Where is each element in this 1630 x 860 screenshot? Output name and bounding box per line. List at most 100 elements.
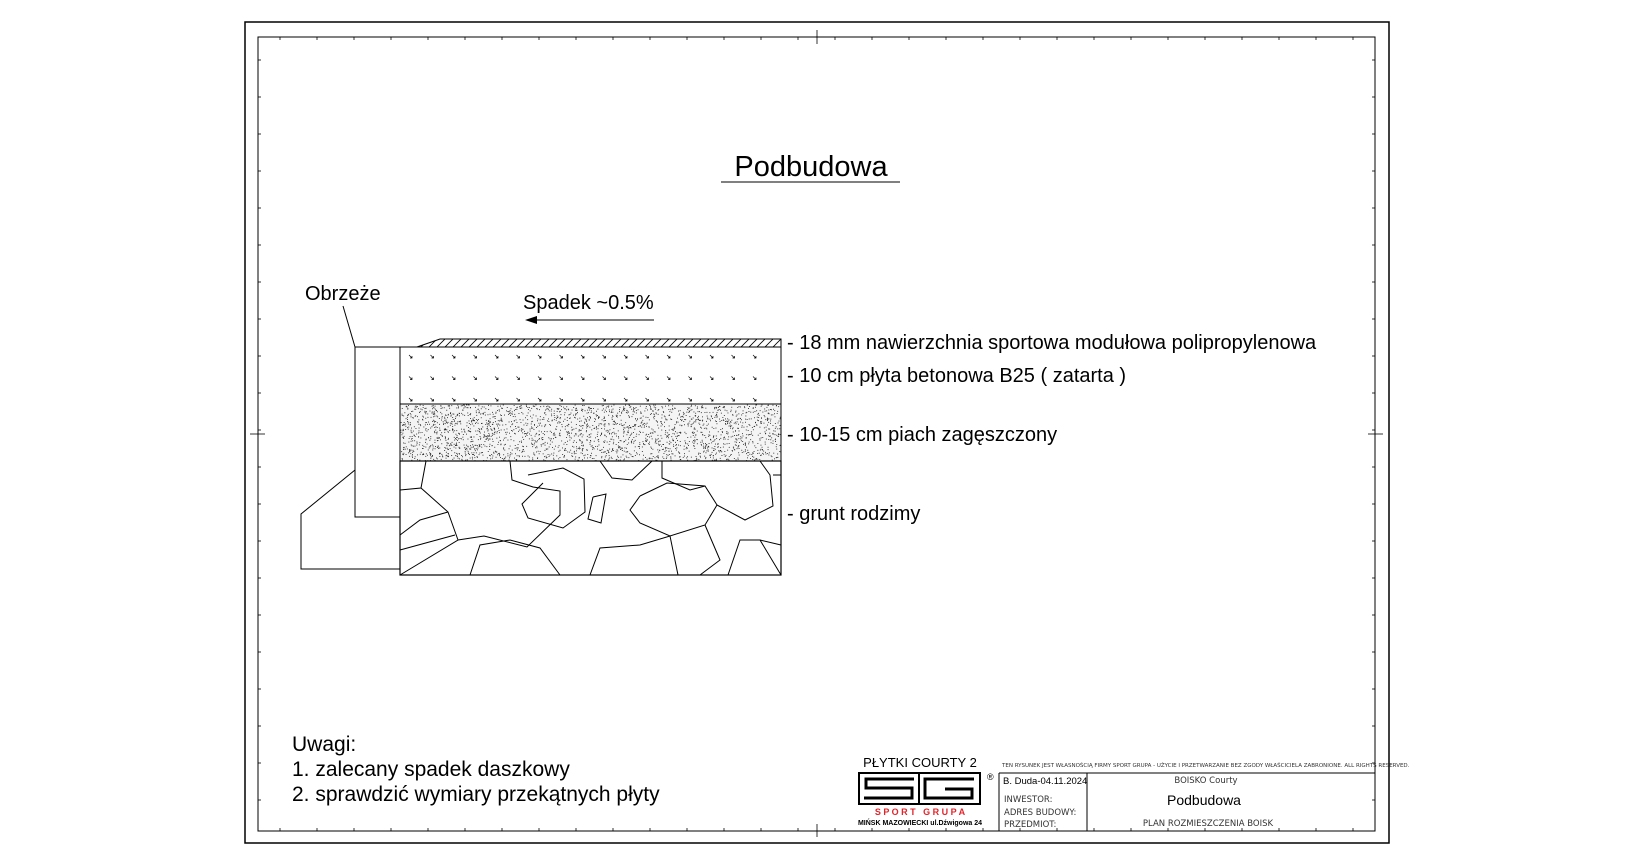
sand-dot xyxy=(409,455,411,457)
sand-dot xyxy=(749,406,750,407)
sand-dot xyxy=(652,456,654,457)
sand-dot xyxy=(616,414,618,416)
sand-dot xyxy=(441,416,443,417)
sand-dot xyxy=(570,412,572,414)
sand-dot xyxy=(777,456,779,458)
sand-dot xyxy=(524,430,525,432)
sand-dot xyxy=(534,435,536,437)
sand-dot xyxy=(587,425,589,427)
sand-dot xyxy=(657,413,659,415)
sand-dot xyxy=(715,415,717,417)
sand-dot xyxy=(563,408,565,410)
sand-dot xyxy=(583,455,585,457)
sand-dot xyxy=(531,427,533,429)
sand-dot xyxy=(430,457,432,459)
sand-dot xyxy=(440,452,441,454)
sand-dot xyxy=(748,452,750,453)
sand-dot xyxy=(694,439,696,441)
sand-dot xyxy=(478,410,480,412)
sand-dot xyxy=(632,413,634,415)
sand-dot xyxy=(593,412,594,414)
sand-dot xyxy=(612,411,614,413)
sand-dot xyxy=(419,424,421,426)
sand-dot xyxy=(403,438,405,439)
sand-dot xyxy=(477,439,479,441)
sand-dot xyxy=(418,432,419,434)
sand-dot xyxy=(754,417,755,419)
sand-dot xyxy=(730,421,731,423)
sand-dot xyxy=(575,408,577,410)
sand-dot xyxy=(624,408,626,410)
sand-dot xyxy=(478,454,480,456)
sand-dot xyxy=(410,440,412,442)
sand-dot xyxy=(472,419,474,421)
sand-dot xyxy=(519,441,521,443)
concrete-mark xyxy=(709,376,714,380)
sand-dot xyxy=(770,422,771,424)
sand-dot xyxy=(521,428,523,430)
sand-dot xyxy=(666,436,668,438)
sand-dot xyxy=(698,419,700,421)
sand-dot xyxy=(590,433,592,435)
sand-dot xyxy=(667,448,669,449)
sand-dot xyxy=(727,458,729,460)
sand-dot xyxy=(696,407,698,409)
sand-dot xyxy=(554,417,556,418)
svg-text:ADRES BUDOWY:: ADRES BUDOWY: xyxy=(1004,808,1076,818)
sand-dot xyxy=(605,430,607,432)
sand-dot xyxy=(452,429,454,430)
sand-dot xyxy=(434,430,435,432)
sand-dot xyxy=(631,439,633,441)
sand-dot xyxy=(619,407,621,408)
sand-dot xyxy=(411,432,413,434)
sand-dot xyxy=(675,431,676,433)
sand-dot xyxy=(491,429,493,431)
sand-dot xyxy=(409,451,411,453)
layer-label-soil: - grunt rodzimy xyxy=(787,503,920,525)
sand-dot xyxy=(525,417,526,419)
sand-dot xyxy=(715,459,717,461)
sand-dot xyxy=(780,444,782,446)
sand-dot xyxy=(648,434,650,435)
sand-dot xyxy=(453,446,455,448)
sand-dot xyxy=(682,416,684,418)
sand-dot xyxy=(696,430,698,432)
sand-dot xyxy=(771,437,773,439)
sand-dot xyxy=(733,447,735,449)
sand-dot xyxy=(527,431,529,433)
sand-dot xyxy=(612,449,613,451)
sand-dot xyxy=(650,414,652,415)
sand-dot xyxy=(589,417,591,419)
sand-dot xyxy=(687,407,689,408)
sand-dot xyxy=(536,432,538,434)
sand-dot xyxy=(422,415,424,417)
sand-dot xyxy=(732,427,734,429)
sand-dot xyxy=(755,421,756,423)
sand-dot xyxy=(464,447,465,449)
sand-dot xyxy=(632,426,634,427)
sand-dot xyxy=(666,456,668,458)
sand-dot xyxy=(738,454,740,456)
sand-dot xyxy=(748,418,750,420)
sand-dot xyxy=(423,426,425,428)
sand-dot xyxy=(732,446,734,448)
sand-dot xyxy=(488,438,490,440)
sand-dot xyxy=(464,406,466,408)
sand-dot xyxy=(697,418,699,420)
sand-dot xyxy=(532,459,534,461)
sand-dot xyxy=(768,404,769,406)
sand-dot xyxy=(561,424,563,425)
sand-dot xyxy=(581,442,583,444)
sand-dot xyxy=(425,428,427,429)
sand-dot xyxy=(601,423,603,425)
sand-dot xyxy=(706,444,708,446)
sand-dot xyxy=(539,434,540,435)
concrete-mark xyxy=(752,376,757,380)
sand-dot xyxy=(567,432,569,434)
sand-dot xyxy=(737,434,739,436)
sand-dot xyxy=(573,428,575,430)
sand-dot xyxy=(746,411,748,413)
sand-dot xyxy=(435,429,437,431)
sand-dot xyxy=(478,412,480,414)
sand-dot xyxy=(548,406,550,408)
